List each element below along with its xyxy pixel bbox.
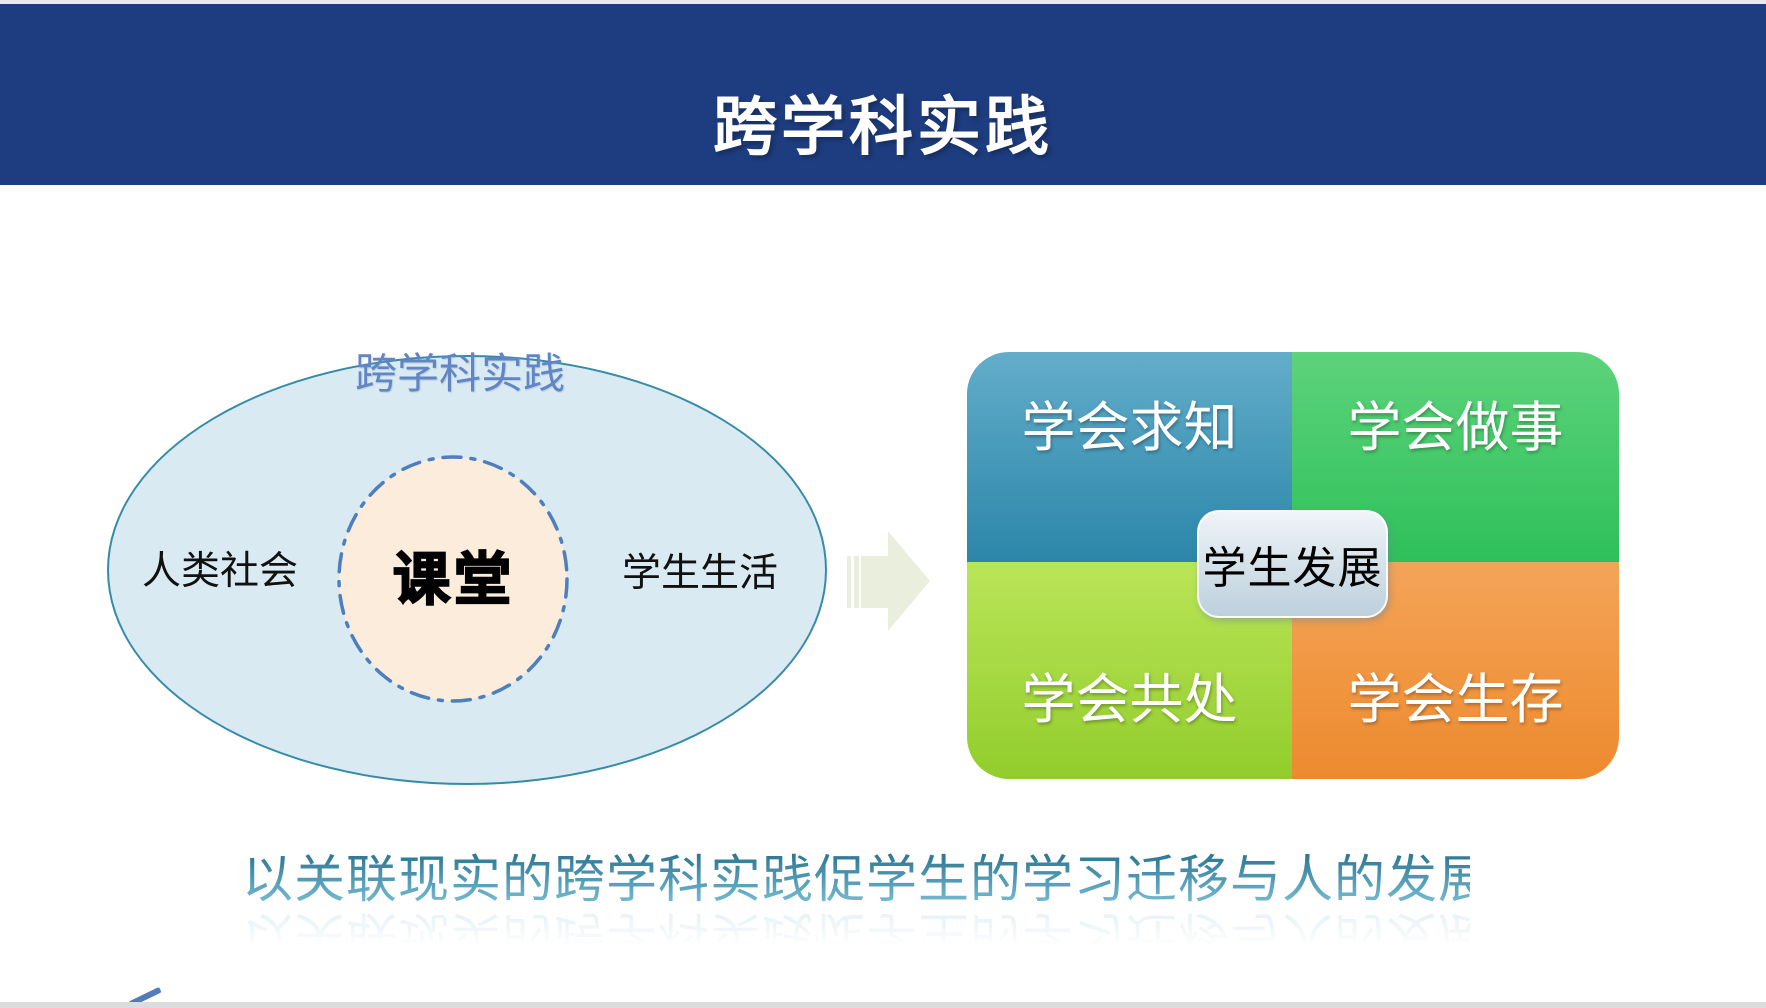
quad-top-right-label: 学会做事 [1347, 398, 1564, 458]
page-title: 跨学科实践 [713, 91, 1053, 163]
right-arrow-icon [847, 531, 930, 631]
ellipse-label: 跨学科实践 [354, 352, 565, 398]
bottom-edge-strip [0, 1002, 1766, 1008]
quad-top-right: 学会做事 [1292, 352, 1619, 562]
venn-right-text: 学生生活 [621, 552, 778, 595]
venn-center-text: 课堂 [392, 548, 515, 612]
center-development-box: 学生发展 [1197, 510, 1388, 618]
reflection-fade-overlay [242, 909, 1470, 949]
slide-caption: 以关联现实的跨学科实践促学生的学习迁移与人的发展 [242, 850, 1489, 912]
inner-dashed-circle [337, 455, 569, 703]
slide-caption-reflection: 以关联现实的跨学科实践促学生的学习迁移与人的发展 [242, 909, 1470, 949]
quad-top-left-label: 学会求知 [1021, 398, 1238, 458]
quad-bottom-left-label: 学会共处 [1021, 670, 1238, 730]
title-banner: 跨学科实践 [0, 4, 1766, 185]
top-edge-strip [0, 0, 1766, 4]
venn-left-text: 人类社会 [141, 550, 298, 593]
quad-bottom-right: 学会生存 [1292, 562, 1619, 779]
center-box-label: 学生发展 [1202, 544, 1383, 593]
quad-bottom-right-label: 学会生存 [1347, 670, 1564, 730]
